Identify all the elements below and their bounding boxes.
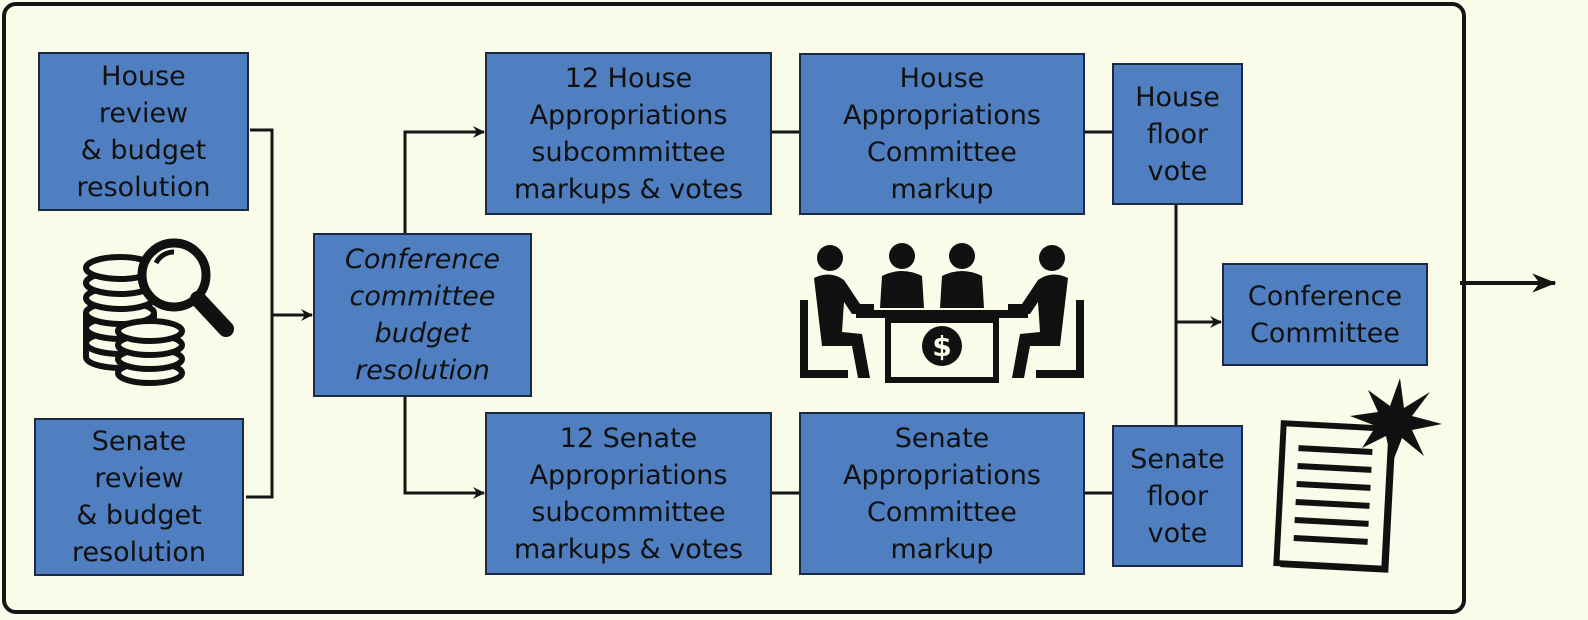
signed-document-icon bbox=[1273, 378, 1442, 573]
house-review-connector bbox=[246, 128, 274, 499]
conference-committee-box[interactable]: Conference Committee bbox=[1222, 263, 1428, 366]
meeting-table-dollar-icon: $ bbox=[800, 243, 1084, 383]
senate-floor-vote-box[interactable]: Senate floor vote bbox=[1112, 425, 1243, 567]
senate-subcommittee-box[interactable]: 12 Senate Appropriations subcommittee ma… bbox=[485, 412, 772, 575]
conference-to-senate-subcommittee-arrow bbox=[403, 397, 485, 499]
coins-magnifier-icon bbox=[83, 238, 234, 386]
svg-text:$: $ bbox=[932, 330, 951, 363]
house-committee-box[interactable]: House Appropriations Committee markup bbox=[799, 53, 1085, 215]
conference-budget-resolution-box[interactable]: Conference committee budget resolution bbox=[313, 233, 532, 397]
senate-review-box[interactable]: Senate review & budget resolution bbox=[34, 418, 244, 576]
conference-to-house-subcommittee-arrow bbox=[403, 126, 485, 233]
house-subcommittee-box[interactable]: 12 House Appropriations subcommittee mar… bbox=[485, 52, 772, 215]
senate-committee-box[interactable]: Senate Appropriations Committee markup bbox=[799, 412, 1085, 575]
house-floor-vote-box[interactable]: House floor vote bbox=[1112, 63, 1243, 205]
house-review-box[interactable]: House review & budget resolution bbox=[38, 52, 249, 211]
